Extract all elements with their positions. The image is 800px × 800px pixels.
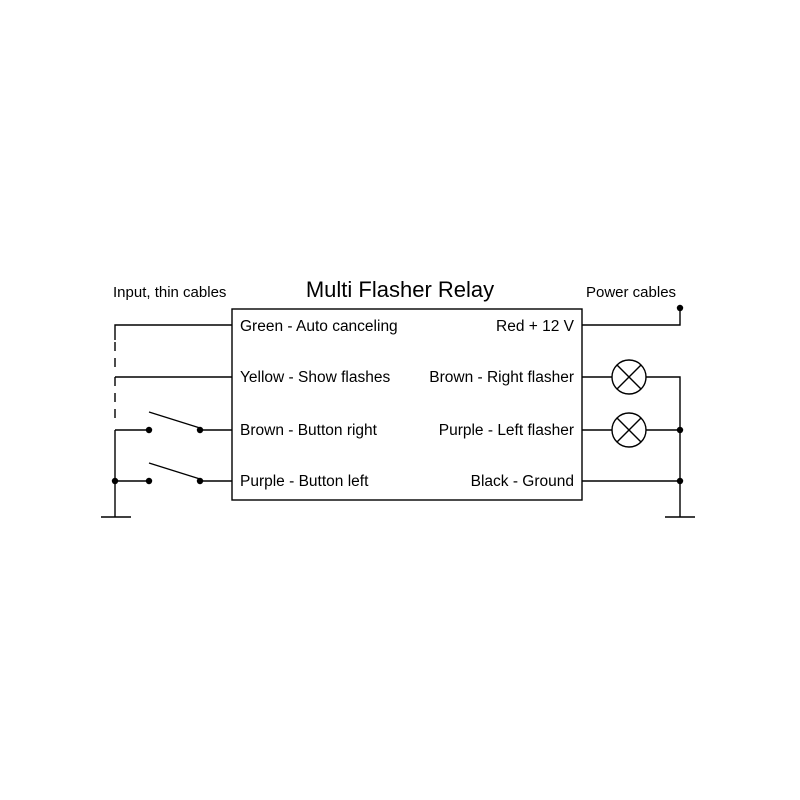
pin-green-auto-canceling: Green - Auto canceling — [240, 318, 398, 335]
wire-red-12v — [582, 308, 681, 326]
right-junction-upper — [676, 426, 684, 434]
pin-brown-button-right: Brown - Button right — [240, 422, 378, 439]
pin-red-12v: Red + 12 V — [496, 318, 575, 335]
switch-left-contact-a — [145, 477, 153, 485]
lamp-left-icon — [611, 412, 647, 448]
switch-right-arm — [148, 411, 201, 429]
switch-right-contact-b — [196, 426, 204, 434]
lamp-right-icon — [611, 359, 647, 395]
relay-box — [231, 308, 583, 501]
pin-purple-left-flasher: Purple - Left flasher — [439, 422, 574, 439]
switch-left-contact-b — [196, 477, 204, 485]
right-junction-lower — [676, 477, 684, 485]
diagram-title: Multi Flasher Relay — [306, 277, 494, 302]
pin-black-ground: Black - Ground — [471, 473, 574, 490]
left-junction-dot — [111, 477, 119, 485]
wire-right-lamp-return — [646, 376, 681, 517]
switch-left-arm — [148, 462, 201, 480]
left-heading: Input, thin cables — [113, 284, 226, 301]
right-heading: Power cables — [586, 284, 676, 301]
switch-right-contact-a — [145, 426, 153, 434]
pin-purple-button-left: Purple - Button left — [240, 473, 369, 490]
wire-green — [114, 324, 232, 340]
pin-yellow-show-flashes: Yellow - Show flashes — [240, 369, 390, 386]
power-terminal-dot — [676, 304, 684, 312]
pin-brown-right-flasher: Brown - Right flasher — [429, 369, 574, 386]
